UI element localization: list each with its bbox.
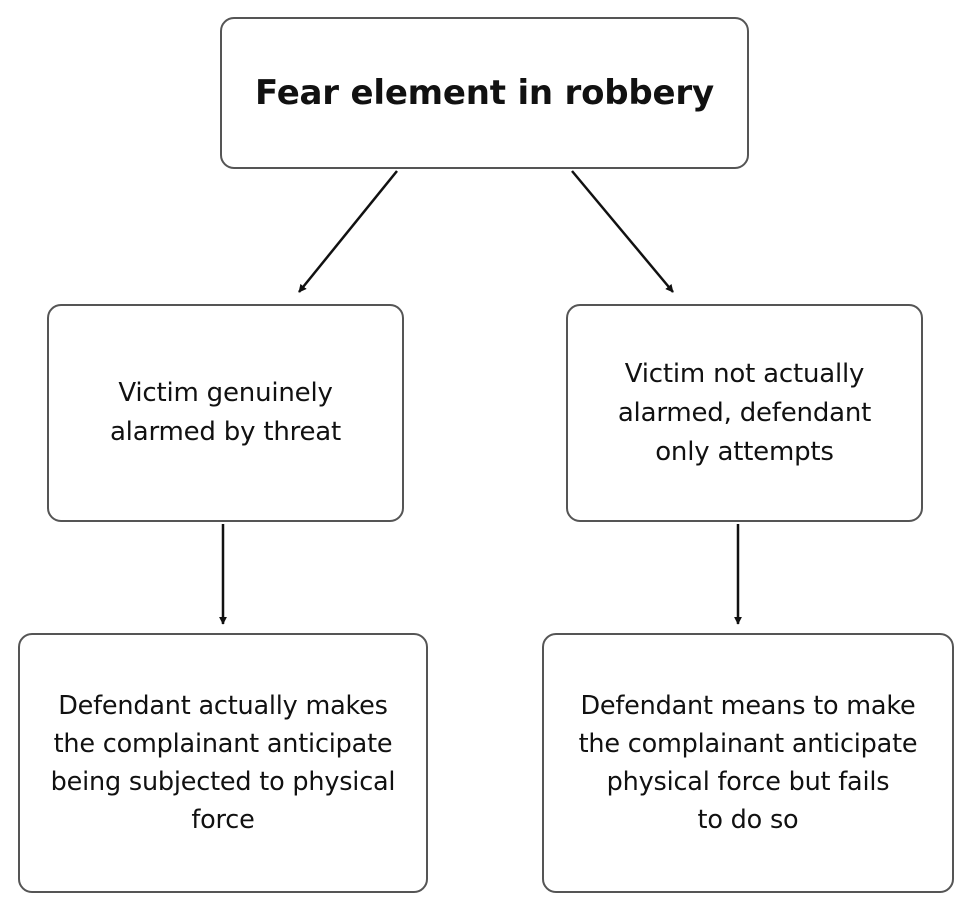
arrow-root-to-left — [298, 170, 398, 293]
right-condition-node: Victim not actually alarmed, defendant o… — [566, 304, 923, 522]
right-condition-label: Victim not actually alarmed, defendant o… — [617, 358, 872, 467]
arrow-root-to-right — [571, 170, 674, 293]
left-outcome-node: Defendant actually makes the complainant… — [18, 633, 428, 893]
root-node-label: Fear element in robbery — [255, 72, 714, 113]
left-condition-label: Victim genuinely alarmed by threat — [109, 378, 342, 447]
right-outcome-node: Defendant means to make the complainant … — [542, 633, 954, 893]
right-outcome-label: Defendant means to make the complainant … — [578, 690, 918, 836]
left-condition-node: Victim genuinely alarmed by threat — [47, 304, 404, 522]
root-node: Fear element in robbery — [220, 17, 749, 169]
left-outcome-label: Defendant actually makes the complainant… — [50, 690, 396, 836]
